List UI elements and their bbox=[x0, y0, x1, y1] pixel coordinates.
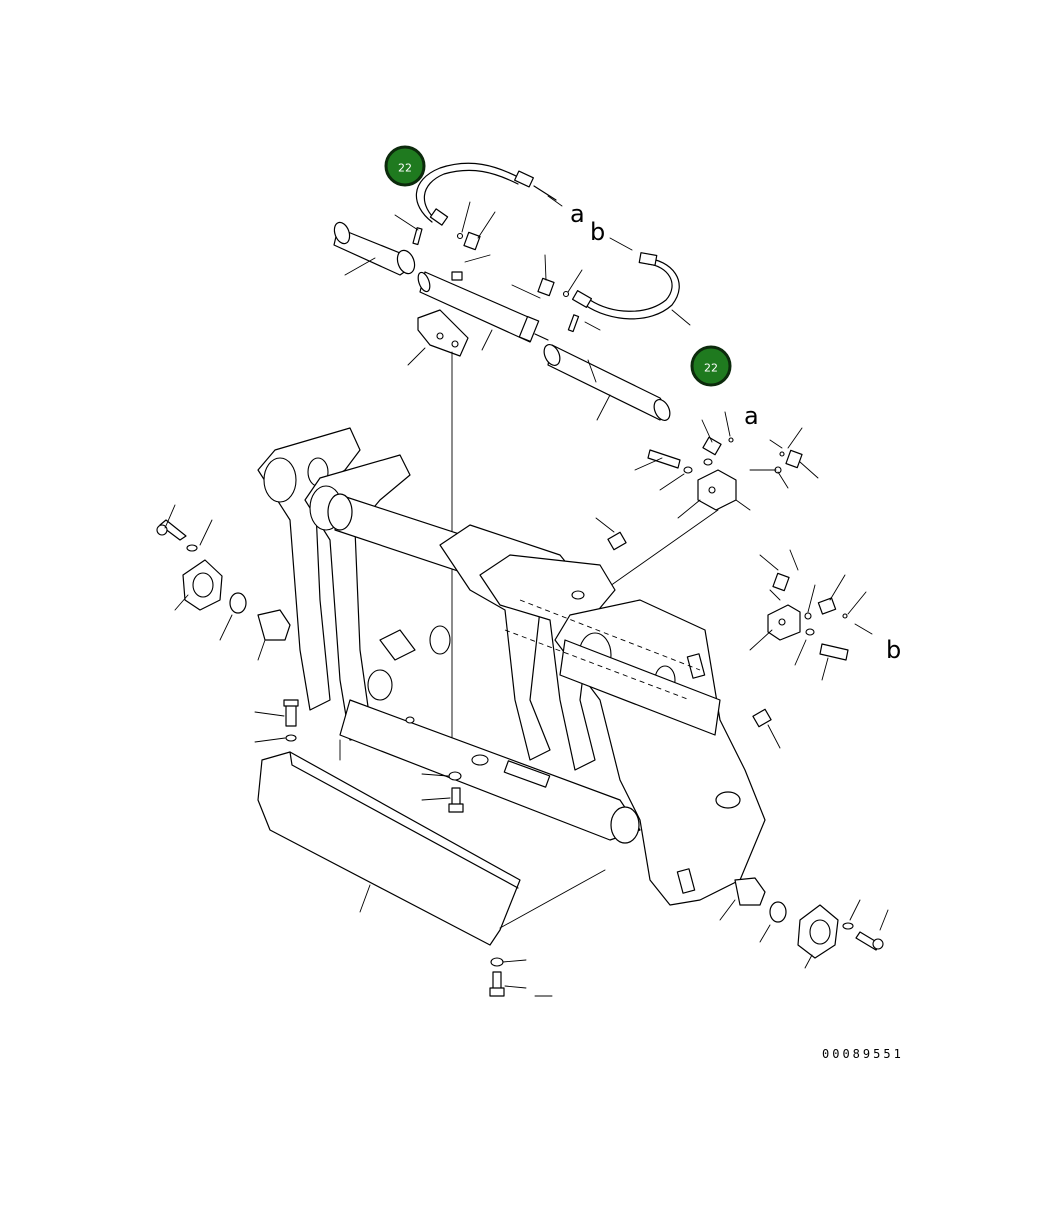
leader-lines bbox=[344, 201, 867, 749]
badge-label: 22 bbox=[398, 162, 412, 175]
connection-letter-b-side: b bbox=[886, 636, 901, 664]
connection-letter-b-top: b bbox=[590, 218, 605, 246]
lower-hose bbox=[571, 237, 680, 320]
right-flange-assembly bbox=[719, 877, 889, 969]
elbow-fittings-top bbox=[412, 227, 580, 333]
upper-hose bbox=[415, 162, 563, 226]
valve-block-lower bbox=[767, 572, 873, 661]
drawing-number: 00089551 bbox=[822, 1047, 904, 1061]
callout-badge-22-right[interactable]: 22 bbox=[690, 345, 732, 387]
connection-letter-a-top: a bbox=[570, 200, 585, 228]
connection-letter-a-side: a bbox=[744, 402, 759, 430]
center-bolts bbox=[421, 771, 464, 813]
hydraulic-cylinder bbox=[417, 271, 549, 343]
callout-badge-22-top[interactable]: 22 bbox=[384, 145, 426, 187]
badge-label: 22 bbox=[704, 362, 718, 375]
bottom-cover bbox=[257, 739, 606, 997]
bracket bbox=[417, 309, 469, 741]
grease-fitting bbox=[607, 531, 772, 728]
pin-right bbox=[543, 344, 671, 421]
main-frame bbox=[257, 427, 766, 906]
left-flange-assembly bbox=[156, 504, 299, 743]
pin-left bbox=[333, 221, 416, 276]
valve-block-upper bbox=[609, 436, 803, 587]
